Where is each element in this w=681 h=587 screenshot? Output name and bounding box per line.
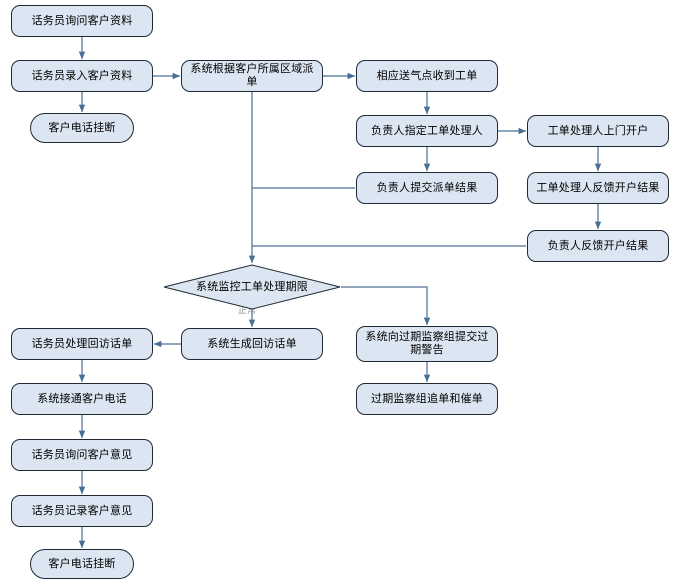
node-agent-enter-customer-info[interactable]: 话务员录入客户资料 [11, 60, 153, 92]
node-manager-assigns-handler[interactable]: 负责人指定工单处理人 [356, 115, 498, 147]
node-system-connects-customer-call[interactable]: 系统接通客户电话 [11, 383, 153, 415]
node-agent-records-customer-opinion[interactable]: 话务员记录客户意见 [11, 495, 153, 527]
node-agent-handles-followup-ticket[interactable]: 话务员处理回访话单 [11, 328, 153, 360]
node-system-sends-overdue-warning[interactable]: 系统向过期监察组提交过期警告 [356, 326, 498, 362]
node-manager-submits-dispatch-result[interactable]: 负责人提交派单结果 [356, 172, 498, 204]
node-system-monitors-deadline[interactable]: 系统监控工单处理期限 [163, 264, 341, 310]
node-system-dispatch-by-region[interactable]: 系统根据客户所属区域派单 [181, 60, 323, 92]
node-handler-onsite-open-account[interactable]: 工单处理人上门开户 [527, 115, 669, 147]
node-customer-hangup-bottom[interactable]: 客户电话挂断 [30, 549, 134, 579]
edge-n11-n18 [341, 286, 431, 326]
node-system-generates-followup-ticket[interactable]: 系统生成回访话单 [181, 328, 323, 360]
node-agent-ask-customer-info[interactable]: 话务员询问客户资料 [11, 5, 153, 37]
edge-label-normal: 正常 [238, 305, 257, 315]
node-handler-feedback-open-result[interactable]: 工单处理人反馈开户结果 [527, 172, 669, 204]
node-customer-hangup-top[interactable]: 客户电话挂断 [30, 113, 134, 143]
decision-label: 系统监控工单处理期限 [196, 280, 308, 293]
node-overdue-team-chase-order[interactable]: 过期监察组追单和催单 [356, 383, 498, 415]
decision-diamond-shape [163, 264, 341, 310]
node-manager-feedback-open-result[interactable]: 负责人反馈开户结果 [527, 230, 669, 262]
node-gas-station-receives-order[interactable]: 相应送气点收到工单 [356, 60, 498, 92]
node-agent-asks-customer-opinion[interactable]: 话务员询问客户意见 [11, 439, 153, 471]
